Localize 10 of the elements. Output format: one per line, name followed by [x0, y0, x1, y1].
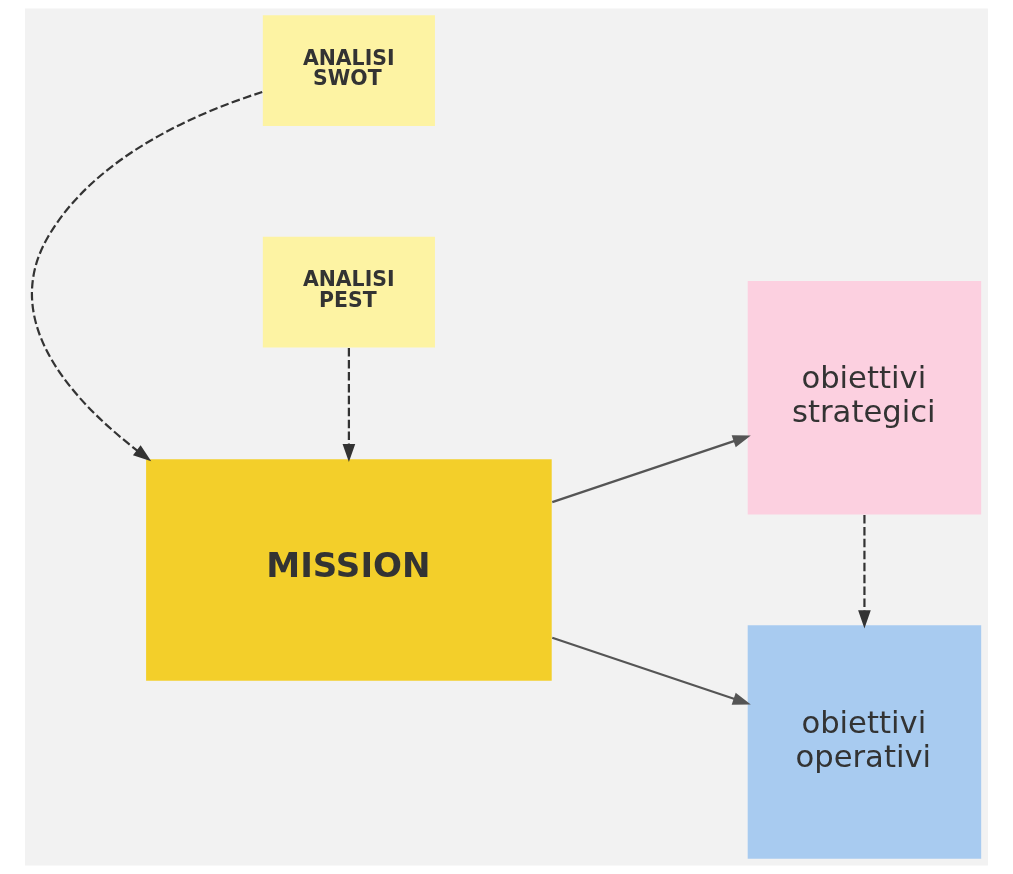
node-box: obiettivi strategici: [747, 281, 982, 515]
node-box: obiettivi operativi: [747, 625, 982, 859]
node-box: ANALISI SWOT: [262, 15, 435, 126]
node-box: ANALISI PEST: [262, 236, 435, 348]
arrow: [551, 435, 751, 504]
arrow: [31, 90, 263, 462]
arrow: [551, 636, 751, 705]
arrow: [858, 515, 871, 629]
node-box: MISSION: [146, 459, 552, 681]
arrow: [342, 348, 356, 463]
